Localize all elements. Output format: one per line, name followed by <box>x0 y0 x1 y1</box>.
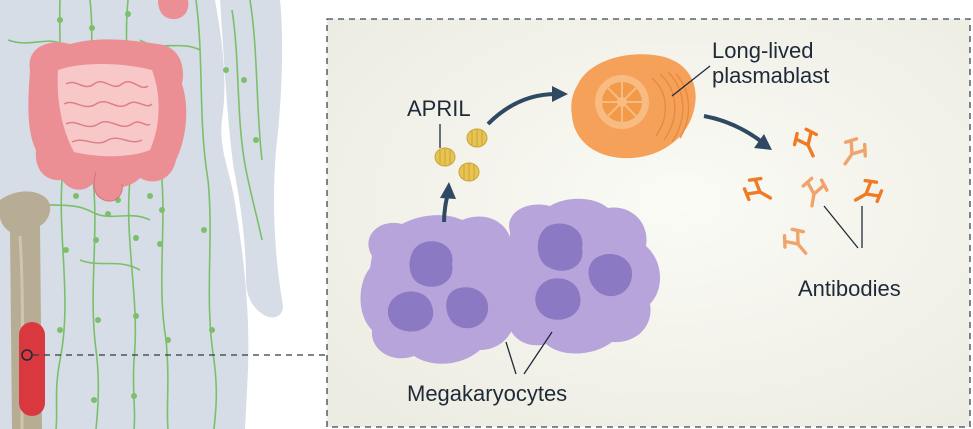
antibodies-leader <box>823 205 863 249</box>
antibody-icon <box>853 178 884 204</box>
april-molecule <box>466 128 488 148</box>
megakaryocyte-cell <box>360 215 525 364</box>
intestine <box>28 39 187 202</box>
plasmablast-label-line1: Long-lived <box>712 38 814 63</box>
antibody-icon <box>801 176 829 208</box>
april-molecule <box>434 147 456 167</box>
flow-arrow <box>440 182 456 223</box>
april-molecule <box>458 162 480 182</box>
megakaryocytes-label: Megakaryocytes <box>407 381 568 406</box>
antibody-icon <box>742 176 773 202</box>
megakaryocytes-leader <box>505 331 553 375</box>
flow-arrow <box>486 86 568 126</box>
plasmablast-label: Long-lived plasmablast <box>712 38 829 89</box>
megakaryocyte-cell <box>498 198 661 354</box>
antibody-icon <box>782 227 808 255</box>
flow-arrow <box>703 114 772 150</box>
plasmablast-label-line2: plasmablast <box>712 63 830 89</box>
marrow-pointer <box>21 349 33 361</box>
bone-marrow <box>19 322 45 416</box>
antibodies-label: Antibodies <box>798 276 901 301</box>
april-label: APRIL <box>407 96 471 121</box>
antibody-icon <box>843 137 867 166</box>
plasmablast-cell <box>571 54 696 159</box>
plasmablast-leader <box>671 65 711 97</box>
antibody-icon <box>792 127 819 158</box>
